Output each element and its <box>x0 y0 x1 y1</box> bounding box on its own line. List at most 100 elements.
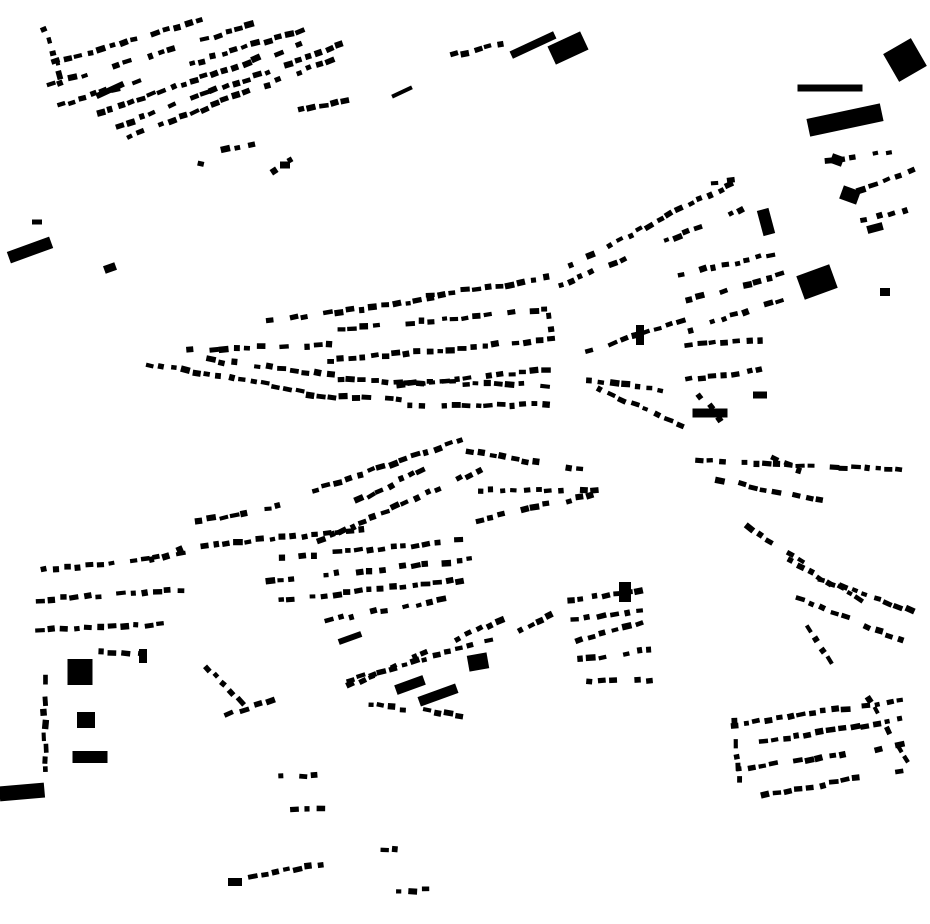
building <box>230 63 240 72</box>
building <box>42 756 48 764</box>
building <box>43 743 49 753</box>
building <box>808 710 817 717</box>
building <box>495 370 504 378</box>
building <box>566 277 576 286</box>
building <box>597 379 605 385</box>
building <box>130 590 137 596</box>
building <box>366 491 377 500</box>
building <box>42 766 48 772</box>
building <box>320 593 328 600</box>
building <box>374 487 384 495</box>
building <box>345 677 356 684</box>
building <box>418 403 426 409</box>
building <box>579 486 588 494</box>
building <box>783 787 793 796</box>
building <box>708 339 716 346</box>
building <box>189 93 200 101</box>
building <box>287 576 295 583</box>
building <box>619 255 628 264</box>
building <box>389 501 401 511</box>
building <box>643 221 655 232</box>
building <box>709 264 717 272</box>
building <box>209 69 219 79</box>
building <box>244 539 252 545</box>
building <box>376 702 385 708</box>
building <box>449 378 456 384</box>
building <box>265 696 276 706</box>
building <box>461 403 471 409</box>
building <box>795 463 805 469</box>
building <box>697 375 707 382</box>
building <box>221 540 231 548</box>
building <box>433 486 442 494</box>
building <box>241 77 252 85</box>
building <box>197 58 206 66</box>
building <box>768 760 779 767</box>
building <box>535 616 545 626</box>
building <box>144 622 154 629</box>
building <box>412 494 421 503</box>
building <box>462 381 470 387</box>
building <box>785 550 795 559</box>
building <box>574 636 584 645</box>
building <box>874 701 881 708</box>
building <box>357 377 366 383</box>
building <box>884 466 893 472</box>
building <box>349 523 357 532</box>
building <box>530 277 537 283</box>
building <box>609 611 620 618</box>
building <box>645 646 652 653</box>
building <box>737 479 747 488</box>
building <box>399 543 406 549</box>
building <box>219 514 229 521</box>
building <box>456 557 463 564</box>
building <box>755 366 763 374</box>
building <box>170 82 178 91</box>
building <box>407 470 416 478</box>
building <box>804 756 815 764</box>
building <box>203 371 211 377</box>
building <box>729 311 739 318</box>
building <box>97 623 105 631</box>
building <box>219 66 229 75</box>
building <box>338 392 348 400</box>
building <box>368 671 378 679</box>
building <box>484 637 494 644</box>
building <box>815 496 824 504</box>
building <box>456 437 464 444</box>
building <box>764 537 774 546</box>
building <box>741 459 748 465</box>
building <box>851 464 861 470</box>
building <box>597 677 606 684</box>
building <box>141 589 149 597</box>
building <box>477 448 486 457</box>
building <box>355 672 366 679</box>
building <box>85 561 94 568</box>
building <box>733 753 740 760</box>
building <box>887 210 896 218</box>
building <box>813 754 824 763</box>
building <box>264 506 272 512</box>
building <box>586 268 595 276</box>
building <box>516 626 524 634</box>
building <box>731 717 738 725</box>
building <box>838 465 848 471</box>
building <box>760 790 770 799</box>
building <box>252 70 263 79</box>
building <box>829 581 836 588</box>
building <box>147 109 156 117</box>
building <box>901 207 909 215</box>
building <box>337 613 345 621</box>
building <box>303 862 313 870</box>
building <box>380 847 389 853</box>
building <box>223 709 234 718</box>
building <box>825 655 834 665</box>
building <box>718 287 729 295</box>
building <box>219 95 230 104</box>
building <box>489 452 497 459</box>
building <box>426 378 433 384</box>
building <box>838 750 847 759</box>
building <box>516 278 526 287</box>
building <box>736 206 746 215</box>
building <box>518 380 525 386</box>
